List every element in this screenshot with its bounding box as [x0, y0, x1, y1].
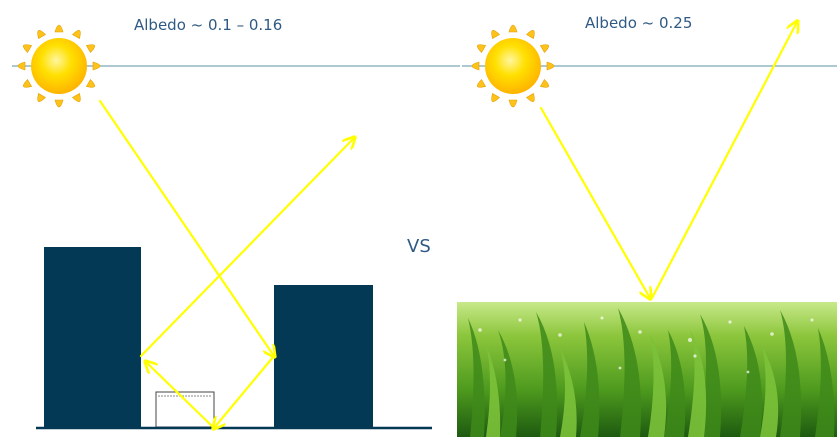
incoming-ray-left — [98, 99, 274, 356]
albedo-label-grass: Albedo ~ 0.25 — [585, 14, 693, 32]
outgoing-ray-left — [139, 138, 354, 358]
ray-bounce-ground-to-left — [146, 362, 216, 430]
light-rays-left — [98, 99, 354, 430]
grass-field — [457, 302, 837, 437]
versus-label: VS — [407, 236, 431, 257]
incoming-ray-right — [539, 106, 650, 298]
sun-icon-left — [17, 24, 101, 108]
building-left — [44, 247, 141, 428]
sun-icon-right — [471, 24, 555, 108]
outgoing-ray-right — [650, 22, 797, 300]
urban-canyon — [36, 247, 432, 430]
car-outline — [155, 391, 215, 428]
light-rays-right — [539, 22, 797, 300]
albedo-label-urban: Albedo ~ 0.1 – 0.16 — [134, 16, 283, 34]
building-right — [274, 285, 373, 428]
ray-bounce-right-to-ground — [214, 354, 276, 428]
